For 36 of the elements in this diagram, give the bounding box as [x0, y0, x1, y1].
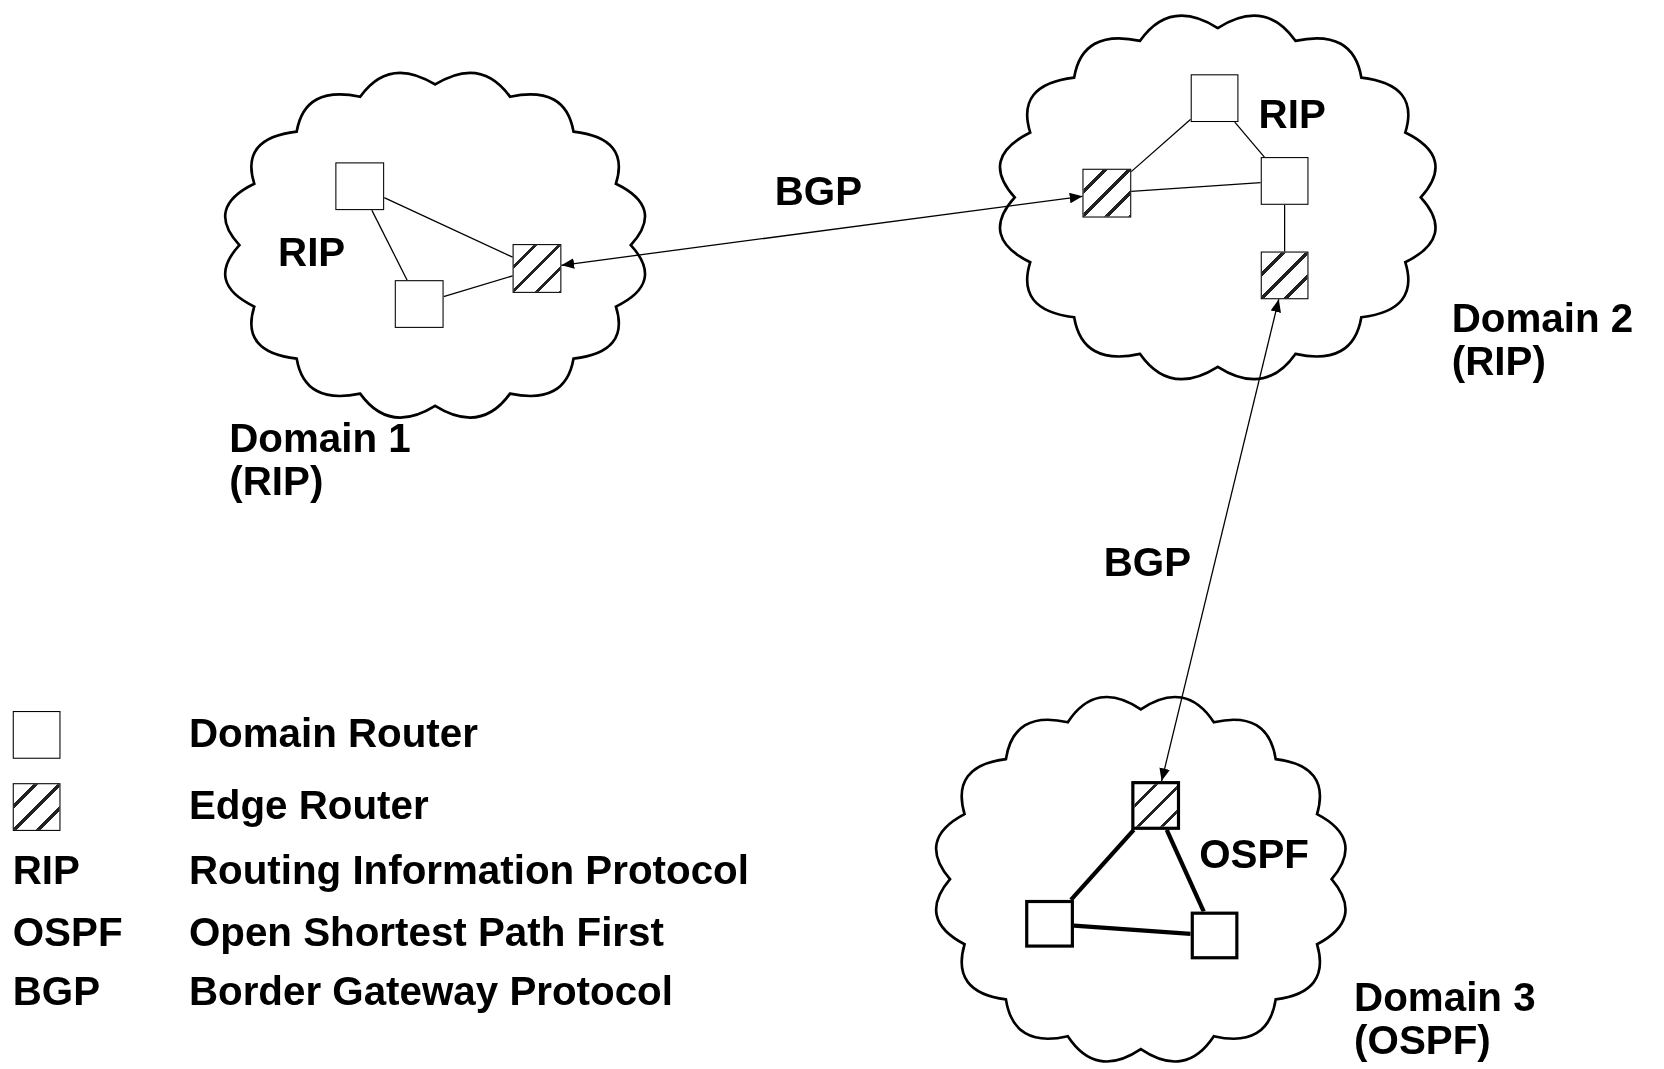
domain-label: Domain 1 (RIP) — [229, 417, 412, 502]
link-line — [371, 209, 408, 281]
router-box — [394, 280, 444, 328]
router-box — [1260, 157, 1309, 205]
link-line — [1130, 181, 1262, 193]
router-box — [1190, 74, 1239, 123]
router-box — [1190, 911, 1239, 960]
abbreviation-text: RIP — [12, 849, 80, 892]
edge-router-box — [512, 244, 562, 293]
abbreviation-text: BGP — [12, 969, 101, 1013]
definition-text: Open Shortest Path First — [188, 910, 664, 953]
edge-router-box — [1260, 251, 1309, 300]
edge-router-box — [1082, 168, 1132, 218]
link-line — [442, 275, 514, 298]
domain-label: Domain 2 (RIP) — [1451, 297, 1635, 383]
router-box — [335, 162, 385, 211]
definition-text: Border Gateway Protocol — [188, 969, 673, 1013]
protocol-label: RIP — [1258, 93, 1326, 136]
link-line — [383, 196, 514, 258]
legend-text: Edge Router — [188, 784, 429, 827]
router-box — [1025, 899, 1074, 948]
domain-label: Domain 3 (OSPF) — [1354, 976, 1537, 1062]
legend-text: Domain Router — [188, 712, 478, 755]
link-line — [1164, 829, 1206, 913]
link-line — [1073, 923, 1191, 936]
link-line — [1234, 121, 1266, 158]
arrow — [560, 192, 1084, 269]
protocol-label: OSPF — [1199, 833, 1309, 876]
abbreviation-text: OSPF — [12, 910, 123, 953]
link-line — [1130, 118, 1192, 173]
protocol-label: RIP — [278, 231, 346, 274]
link-line — [1069, 828, 1136, 902]
link-line — [1283, 204, 1286, 253]
arrow — [1159, 298, 1281, 782]
definition-text: Routing Information Protocol — [188, 849, 749, 892]
edge-router-box — [1131, 781, 1181, 830]
